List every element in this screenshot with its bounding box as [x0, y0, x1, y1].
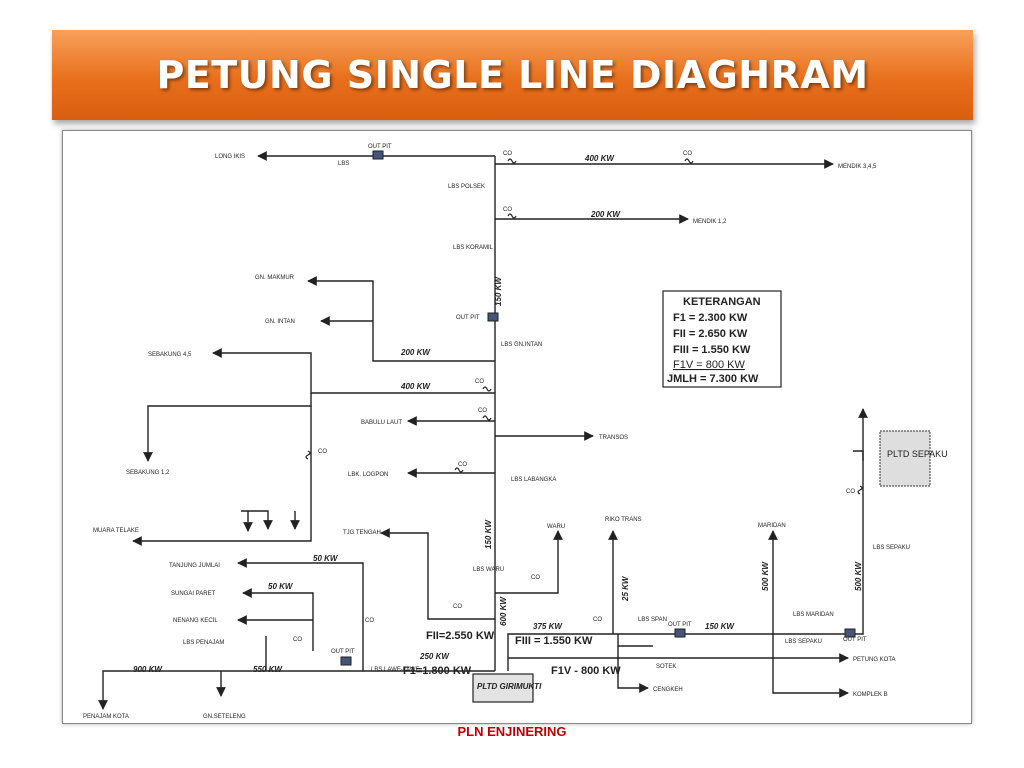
label-sebakung-12: SEBAKUNG 1,2 — [126, 470, 170, 476]
label-lbs-sepaku-2: LBS SEPAKU — [785, 639, 822, 645]
label-mendik-345: MENDIK 3,4,5 — [838, 164, 877, 170]
label-fii: FII=2.550 KW — [426, 630, 495, 642]
label-babulu-laut: BABULU LAUT — [361, 420, 402, 426]
single-line-diagram: LONG IKIS OUT PIT LBS CO 400 KW CO MENDI… — [83, 144, 948, 720]
label-25kw: 25 KW — [621, 575, 630, 602]
label-f1v: F1V - 800 KW — [551, 665, 621, 677]
title-bar: PETUNG SINGLE LINE DIAGHRAM — [52, 30, 973, 120]
label-gn-intan: GN. INTAN — [265, 319, 295, 325]
label-gn-makmur: GN. MAKMUR — [255, 275, 295, 281]
label-lbs-polsek: LBS POLSEK — [448, 184, 485, 190]
legend-box — [662, 290, 782, 388]
label-lbs-waru: LBS WARU — [473, 567, 504, 573]
label-mendik-12: MENDIK 1,2 — [693, 219, 727, 225]
label-250kw: 250 KW — [419, 652, 450, 661]
label-co-9: CO — [453, 604, 462, 610]
label-200kw-top: 200 KW — [590, 210, 621, 219]
slide-title: PETUNG SINGLE LINE DIAGHRAM — [156, 53, 869, 97]
legend-heading: KETERANGAN — [683, 296, 761, 308]
label-200kw-mid: 200 KW — [400, 348, 431, 357]
label-co-10: CO — [365, 618, 374, 624]
label-sotek: SOTEK — [656, 664, 676, 670]
label-50kw-2: 50 KW — [268, 582, 294, 591]
label-500kw-maridan: 500 KW — [761, 561, 770, 591]
label-sungai-paret: SUNGAI PARET — [171, 591, 216, 597]
label-out-pit-lawe: OUT PIT — [331, 649, 355, 655]
label-f1: F1=1.800 KW — [403, 665, 472, 677]
label-out-pit-top: OUT PIT — [368, 144, 392, 150]
legend-row-2: FII = 2.650 KW — [673, 328, 748, 340]
label-pltd-girimukti: PLTD GIRIMUKTI — [477, 682, 542, 691]
label-lbs-maridan: LBS MARIDAN — [793, 612, 834, 618]
legend-row-3: FIII = 1.550 KW — [673, 344, 751, 356]
label-550kw: 550 KW — [253, 665, 283, 674]
label-lbs-koramil: LBS KORAMIL — [453, 245, 494, 251]
label-lbs-labangka: LBS LABANGKA — [511, 477, 556, 483]
label-co-13: CO — [846, 489, 855, 495]
label-fiii: FIII = 1.550 KW — [515, 635, 593, 647]
label-petung-kota: PETUNG KOTA — [853, 657, 896, 663]
legend-row-5: JMLH = 7.300 KW — [667, 373, 759, 385]
label-150kw-upper: 150 KW — [494, 276, 503, 306]
label-riko-trans: RIKO TRANS — [605, 517, 642, 523]
label-tjg-tengah: TJG TENGAH — [343, 530, 381, 536]
label-lbk-logpon: LBK. LOGPON — [348, 472, 388, 478]
pltd-girimukti-box — [472, 673, 534, 703]
label-400kw-top: 400 KW — [584, 154, 615, 163]
label-out-pit-mid: OUT PIT — [456, 315, 480, 321]
label-co-12: CO — [593, 617, 602, 623]
label-lbs-penajam: LBS PENAJAM — [183, 640, 224, 646]
label-nenang-kecil: NENANG KECIL — [173, 618, 218, 624]
label-900kw: 900 KW — [133, 665, 163, 674]
label-long-ikis: LONG IKIS — [215, 154, 245, 160]
label-muara-telake: MUARA TELAKE — [93, 528, 139, 534]
label-375kw: 375 KW — [533, 622, 563, 631]
label-pltd-sepaku: PLTD SEPAKU — [887, 449, 948, 459]
label-maridan: MARIDAN — [758, 523, 786, 529]
label-600kw: 600 KW — [499, 596, 508, 626]
label-lbs-top: LBS — [338, 161, 349, 167]
label-150kw-lower: 150 KW — [484, 519, 493, 549]
diagram-frame: LONG IKIS OUT PIT LBS CO 400 KW CO MENDI… — [62, 130, 972, 724]
legend-row-1: F1 = 2.300 KW — [673, 312, 748, 324]
legend-row-4: F1V = 800 KW — [673, 359, 745, 371]
label-500kw-sepaku: 500 KW — [854, 561, 863, 591]
label-tanjung-jumlai: TANJUNG JUMLAI — [169, 563, 220, 569]
label-50kw-1: 50 KW — [313, 554, 339, 563]
label-sebakung-45: SEBAKUNG 4,5 — [148, 352, 192, 358]
label-cengkeh: CENGKEH — [653, 687, 683, 693]
label-lbs-sepaku: LBS SEPAKU — [873, 545, 910, 551]
pltd-sepaku-box — [879, 430, 931, 487]
label-waru: WARU — [547, 524, 565, 530]
label-co-6: CO — [318, 449, 327, 455]
label-komplek-b: KOMPLEK B — [853, 692, 888, 698]
label-out-pit-sepaku: OUT PIT — [843, 637, 867, 643]
label-out-pit-span: OUT PIT — [668, 622, 692, 628]
label-co-8: CO — [531, 575, 540, 581]
label-transos: TRANSOS — [599, 435, 628, 441]
label-co-5: CO — [478, 408, 487, 414]
label-lbs-span: LBS SPAN — [638, 617, 667, 623]
label-co-11: CO — [293, 637, 302, 643]
footer-label: PLN ENJINERING — [457, 724, 567, 739]
label-co-1: CO — [503, 151, 512, 157]
label-co-2: CO — [683, 151, 692, 157]
label-co-4: CO — [475, 379, 484, 385]
label-150kw-fiii: 150 KW — [705, 622, 735, 631]
label-400kw-mid: 400 KW — [400, 382, 431, 391]
label-co-3: CO — [503, 207, 512, 213]
label-co-7: CO — [458, 462, 467, 468]
label-gn-seteleng: GN.SETELENG — [203, 714, 246, 720]
label-penajam-kota: PENAJAM KOTA — [83, 714, 129, 720]
label-lbs-lawe: LBS LAWE-LAWE — [371, 667, 420, 673]
label-lbs-gnintan: LBS GN.INTAN — [501, 342, 542, 348]
